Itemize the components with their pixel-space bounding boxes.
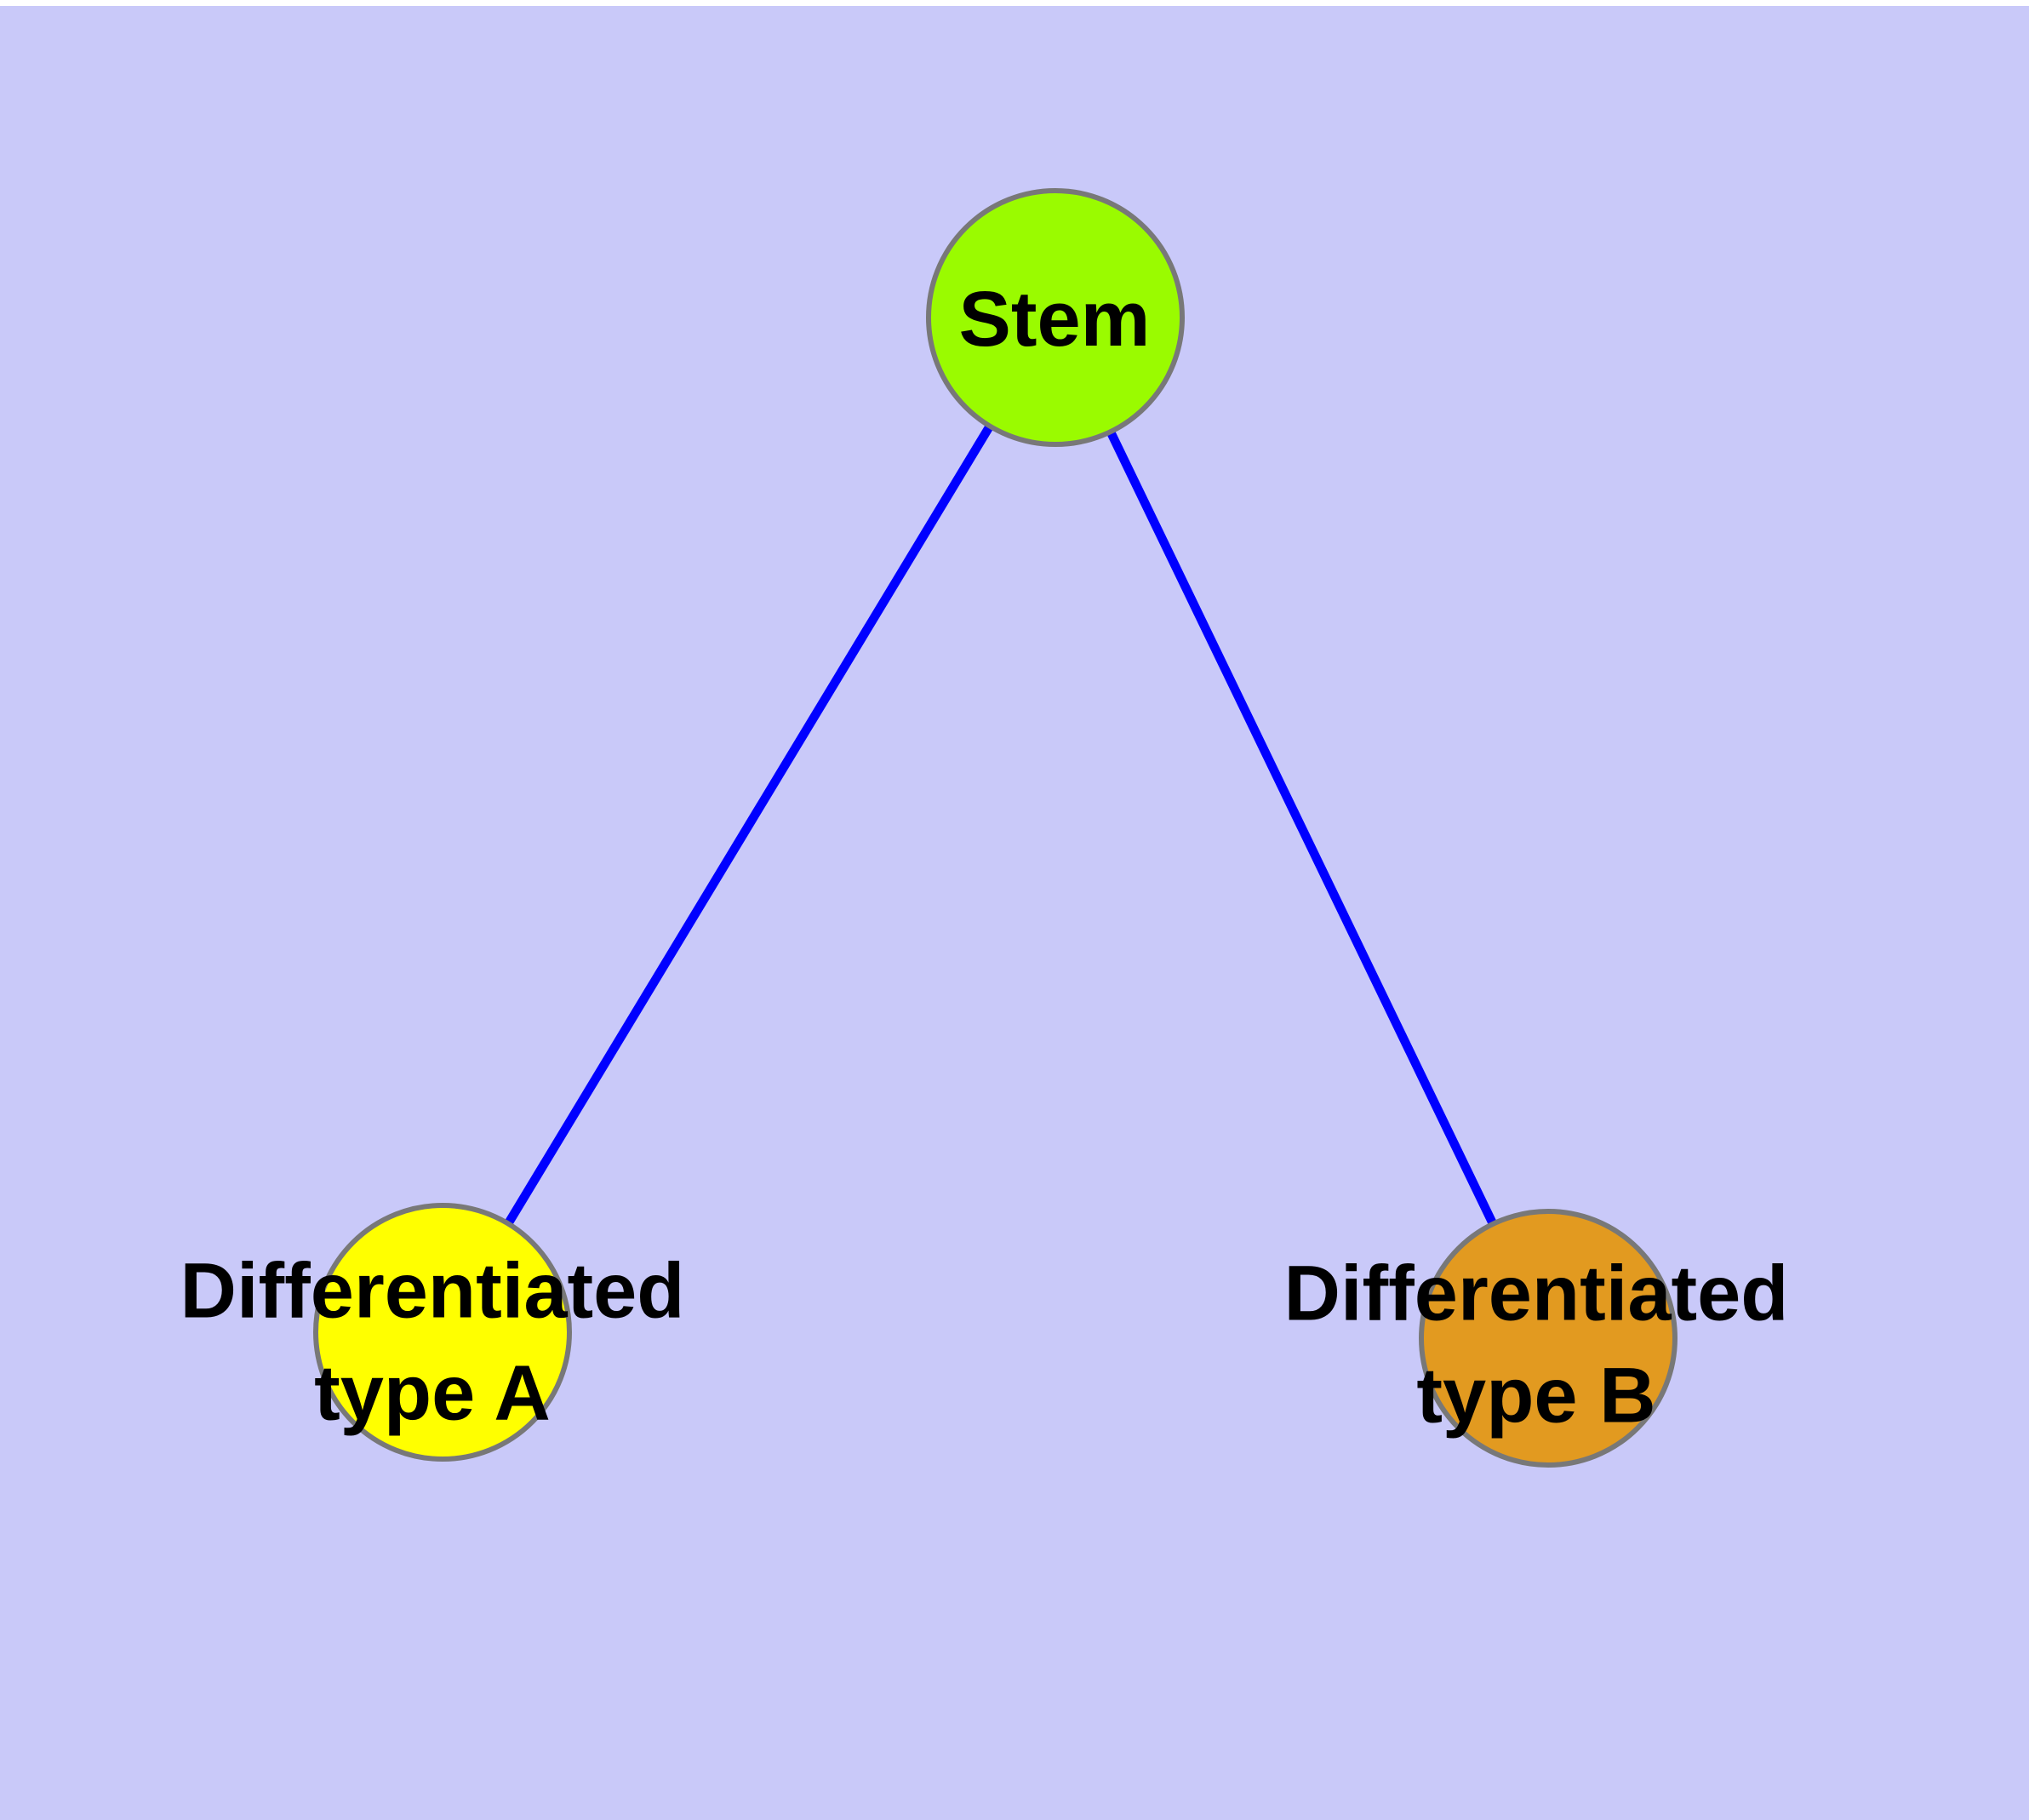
node-type-a-circle bbox=[313, 1203, 572, 1462]
node-type-b-label: Differentiated type B bbox=[1283, 1250, 1789, 1439]
edge-stem-to-type-b bbox=[1051, 315, 1552, 1341]
node-stem-label: Stem bbox=[958, 276, 1151, 363]
edge-stem-to-type-a bbox=[438, 315, 1060, 1335]
node-stem-circle bbox=[926, 188, 1185, 447]
node-type-b-circle bbox=[1419, 1209, 1677, 1468]
node-type-a-label: Differentiated type A bbox=[180, 1247, 685, 1436]
top-white-strip bbox=[0, 0, 2029, 6]
